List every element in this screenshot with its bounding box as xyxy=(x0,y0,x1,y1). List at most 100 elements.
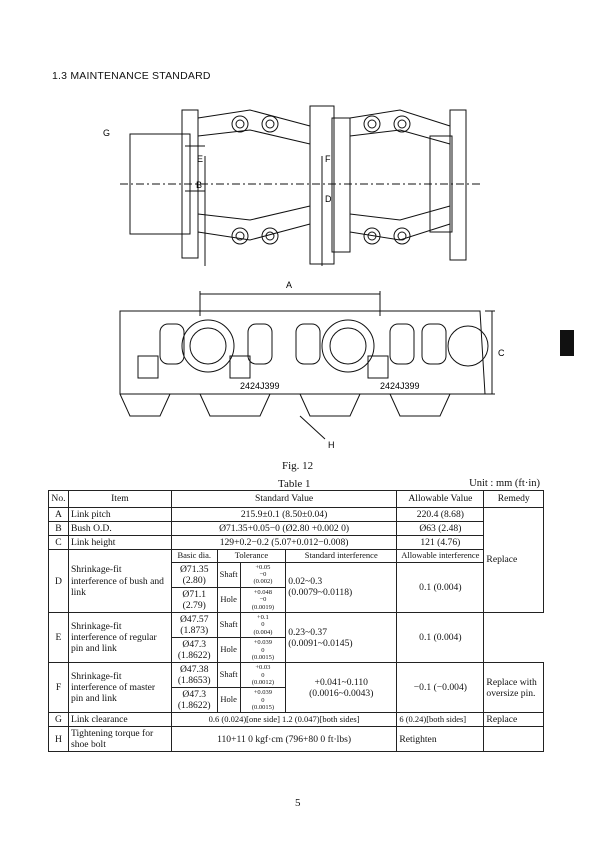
row-allowable: 6 (0.24)[both sides] xyxy=(396,712,485,728)
row-no: H xyxy=(48,726,69,753)
table-row: G Link clearance 0.6 (0.024)[one side] 1… xyxy=(48,712,544,728)
row-no: D xyxy=(48,549,69,613)
row-item: Shrinkage-fit interference of bush and l… xyxy=(67,549,172,613)
shaft-tol-lower: 0 xyxy=(261,671,265,679)
hole-dia-in: (1.8622) xyxy=(177,700,211,712)
label-b: B xyxy=(196,180,202,190)
row-item: Shrinkage-fit interference of master pin… xyxy=(67,662,172,714)
std-interference-in: (0.0091~0.0145) xyxy=(288,637,353,649)
hole-dia: Ø71.1 xyxy=(182,588,207,600)
label-h: H xyxy=(328,440,335,450)
section-heading: 1.3 MAINTENANCE STANDARD xyxy=(52,70,211,82)
hole-dia: Ø47.3 xyxy=(182,639,207,651)
chain-top-view-drawing: G E F B D xyxy=(103,105,480,266)
hole-tol-lower: −0 xyxy=(259,596,267,604)
hole-tol-in: (0.0015) xyxy=(251,703,275,711)
table-row: B Bush O.D. Ø71.35+0.05−0 (Ø2.80 +0.002 … xyxy=(48,521,544,537)
link-marking-1: 2424J399 xyxy=(240,381,280,391)
shaft-label: Shaft xyxy=(216,662,241,689)
shaft-tol-in: (0.002) xyxy=(253,578,273,586)
header-standard: Standard Value xyxy=(170,490,398,508)
label-c: C xyxy=(498,348,505,358)
allowable-interference: 0.1 (0.004) xyxy=(396,561,485,613)
shaft-dia-in: (2.80) xyxy=(182,574,206,586)
shaft-dia: Ø71.35 xyxy=(180,563,209,575)
page-number: 5 xyxy=(295,797,301,809)
std-interference: 0.02~0.3 xyxy=(288,576,323,588)
row-standard: 0.6 (0.024)[one side] 1.2 (0.047)[both s… xyxy=(170,712,398,728)
remedy-replace: Replace xyxy=(483,507,544,613)
hole-tol-lower: 0 xyxy=(261,696,265,704)
row-no: A xyxy=(48,506,69,523)
row-no: E xyxy=(48,611,69,664)
maintenance-standard-table: No. Item Standard Value Allowable Value … xyxy=(48,490,544,753)
row-item: Shrinkage-fit interference of regular pi… xyxy=(67,611,172,664)
row-item: Tightening torque for shoe bolt xyxy=(67,726,172,753)
table-header-row: No. Item Standard Value Allowable Value … xyxy=(48,490,544,508)
shaft-dia: Ø47.38 xyxy=(180,664,209,676)
section-tab-marker xyxy=(560,330,574,356)
hole-tol: +0.048 xyxy=(253,589,273,597)
shaft-tol-in: (0.004) xyxy=(253,628,273,636)
hole-tol: +0.039 xyxy=(253,639,273,647)
table-row: H Tightening torque for shoe bolt 110+11… xyxy=(48,726,544,753)
hole-label: Hole xyxy=(216,586,241,613)
row-item: Bush O.D. xyxy=(67,521,172,537)
allowable-interference: −0.1 (−0.004) xyxy=(396,662,485,714)
hole-dia-in: (2.79) xyxy=(182,599,206,611)
link-marking-2: 2424J399 xyxy=(380,381,420,391)
shaft-dia-in: (1.8653) xyxy=(177,675,211,687)
row-allowable: Ø63 (2.48) xyxy=(396,521,485,537)
remedy-oversize-pin: Replace with oversize pin. xyxy=(483,662,544,714)
std-interference: +0.041~0.110 xyxy=(314,676,368,688)
header-remedy: Remedy xyxy=(483,490,544,508)
row-item: Link clearance xyxy=(67,712,172,728)
shaft-tol-lower: −0 xyxy=(259,571,267,579)
table-row: C Link height 129+0.2−0.2 (5.07+0.012−0.… xyxy=(48,535,544,551)
label-d: D xyxy=(325,194,332,204)
header-no: No. xyxy=(48,490,69,508)
row-remedy: Replace xyxy=(483,712,544,728)
sub-header-row: D Shrinkage-fit interference of bush and… xyxy=(48,549,544,613)
shaft-tol-lower: 0 xyxy=(261,621,265,629)
table-row: F Shrinkage-fit interference of master p… xyxy=(48,662,544,714)
label-g: G xyxy=(103,128,110,138)
shaft-dia: Ø47.57 xyxy=(180,613,209,625)
hole-label: Hole xyxy=(216,687,241,714)
hole-tol: +0.039 xyxy=(253,689,273,697)
row-item: Link height xyxy=(67,535,172,551)
table-row: E Shrinkage-fit interference of regular … xyxy=(48,611,544,664)
std-interference-in: (0.0016~0.0043) xyxy=(309,687,374,699)
row-no: F xyxy=(48,662,69,714)
figure-caption: Fig. 12 xyxy=(282,460,314,472)
shaft-label: Shaft xyxy=(216,561,241,588)
row-remedy-empty xyxy=(483,726,544,753)
table-caption: Table 1 xyxy=(278,478,311,490)
subheader-tolerance: Tolerance xyxy=(216,549,287,563)
header-item: Item xyxy=(67,490,172,508)
hole-dia: Ø47.3 xyxy=(182,689,207,701)
row-standard: 110+11 0 kgf·cm (796+80 0 ft·lbs) xyxy=(170,726,398,753)
subheader-allowable-interference: Allowable interference xyxy=(396,549,485,563)
row-standard: 215.9±0.1 (8.50±0.04) xyxy=(170,506,398,523)
std-interference: 0.23~0.37 xyxy=(288,626,327,638)
row-standard: 129+0.2−0.2 (5.07+0.012−0.008) xyxy=(170,535,398,551)
hole-label: Hole xyxy=(216,637,241,664)
label-a: A xyxy=(286,280,292,290)
header-allowable: Allowable Value xyxy=(396,490,485,508)
hole-tol-in: (0.0015) xyxy=(251,653,275,661)
row-no: G xyxy=(48,712,69,728)
row-item: Link pitch xyxy=(67,506,172,523)
label-f: F xyxy=(325,154,331,164)
subheader-standard-interference: Standard interference xyxy=(285,549,398,563)
shaft-dia-in: (1.873) xyxy=(180,625,209,637)
hole-tol-in: (0.0019) xyxy=(251,603,275,611)
chain-front-view-drawing: A C H 2424J399 2424J399 xyxy=(119,280,505,450)
unit-note: Unit : mm (ft·in) xyxy=(469,478,540,489)
table-row: A Link pitch 215.9±0.1 (8.50±0.04) 220.4… xyxy=(48,506,544,613)
allowable-interference: 0.1 (0.004) xyxy=(396,611,485,664)
hole-dia-in: (1.8622) xyxy=(177,650,211,662)
row-allowable: 220.4 (8.68) xyxy=(396,506,485,523)
